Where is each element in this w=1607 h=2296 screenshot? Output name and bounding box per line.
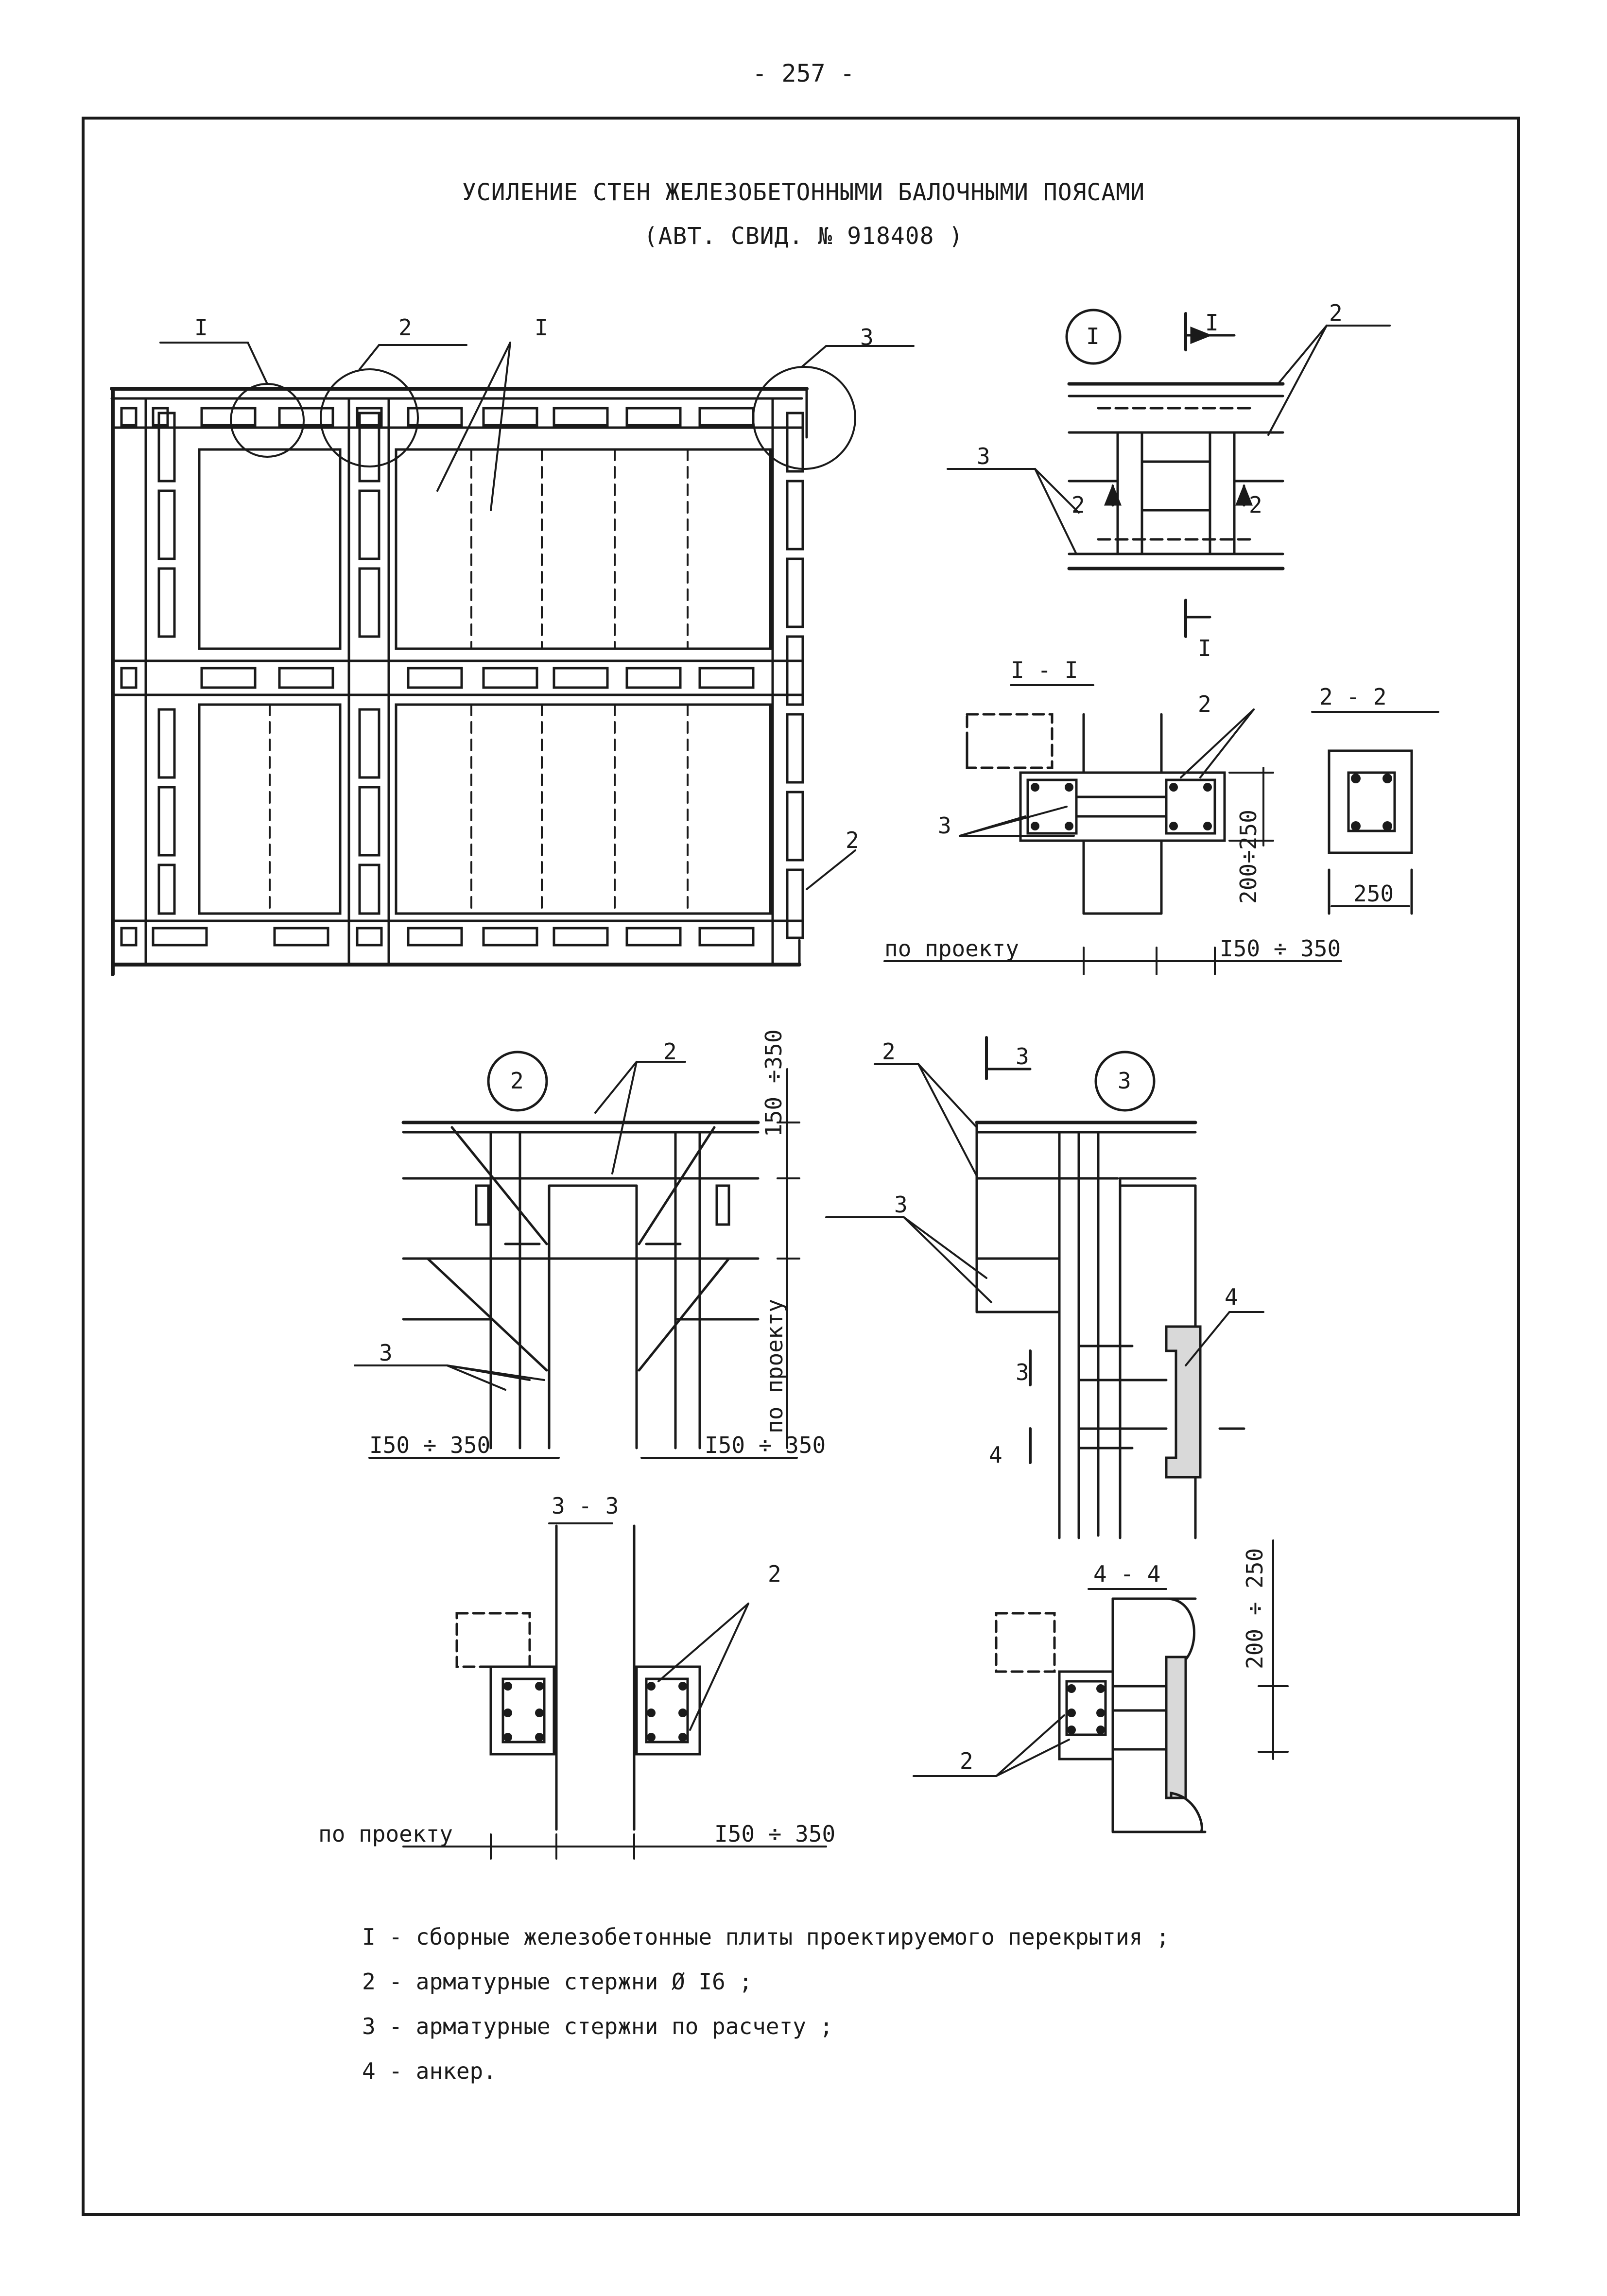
- page-number: - 257 -: [752, 59, 855, 87]
- detail-1-arrow-2b: 2: [1249, 492, 1262, 518]
- section-3-3-title: 3 - 3: [552, 1493, 619, 1519]
- section-3-3: [402, 1522, 827, 1860]
- detail-2-dim-vertical: 150 ÷350: [760, 1029, 787, 1137]
- dim-height-1: 200÷250: [1235, 810, 1261, 904]
- legend: I - сборные железобетонные плиты проекти…: [362, 1915, 1170, 2093]
- legend-item-2: 2 - арматурные стержни Ø I6 ;: [362, 1968, 753, 1995]
- detail-2-label-3: 3: [379, 1340, 393, 1366]
- detail-2: [354, 1051, 800, 1459]
- legend-item-4: 4 - анкер.: [362, 2058, 497, 2084]
- detail-1: [947, 309, 1391, 638]
- dim-by-project-2: по проекту: [318, 1821, 453, 1847]
- legend-item-1: I - сборные железобетонные плиты проекти…: [362, 1924, 1170, 1950]
- callout-2b-label: 2: [846, 827, 859, 853]
- section-1-1-title: I - I: [1011, 657, 1078, 683]
- drawing-frame: [82, 117, 1520, 2216]
- dim-width-2: I50 ÷ 350: [714, 1821, 835, 1847]
- dim-width-1: I50 ÷ 350: [1220, 935, 1341, 962]
- legend-item-3: 3 - арматурные стержни по расчету ;: [362, 2013, 833, 2039]
- detail-2-label-2: 2: [663, 1038, 677, 1065]
- elevation-callouts: [159, 342, 915, 890]
- detail-1-number: I: [1086, 323, 1100, 349]
- detail-1-label-2: 2: [1329, 300, 1343, 326]
- detail-2-number: 2: [510, 1068, 524, 1094]
- belt-pockets-middle: [120, 667, 755, 689]
- dim-height-2: 200 ÷ 250: [1242, 1548, 1268, 1669]
- dim-by-project-1: по проекту: [884, 935, 1019, 962]
- detail-1-label-3: 3: [977, 443, 990, 469]
- callout-2-label: 2: [398, 314, 412, 341]
- pier-pockets: [157, 412, 804, 939]
- detail-1-cut-label: I: [1205, 310, 1219, 336]
- belt-pockets-top: [120, 407, 755, 427]
- section-3-3-label-2: 2: [768, 1561, 781, 1587]
- detail-2-by-project-vertical: по проекту: [761, 1299, 788, 1433]
- section-2-2-size: 250: [1353, 880, 1394, 907]
- callout-1b-label: I: [535, 314, 548, 341]
- drawing-subtitle: (АВТ. СВИД. № 918408 ): [643, 223, 964, 250]
- detail-3: [825, 1036, 1264, 1539]
- detail-1-cut-label-bottom: I: [1198, 635, 1211, 661]
- section-1-1-label-3: 3: [938, 812, 951, 839]
- detail-2-dim-right: I50 ÷ 350: [705, 1432, 826, 1458]
- detail-3-label-4: 4: [1225, 1284, 1238, 1310]
- detail-3-number: 3: [1118, 1068, 1131, 1094]
- detail-3-cut-4: 4: [989, 1442, 1002, 1468]
- section-2-2: [1311, 711, 1439, 915]
- section-4-4-label-2: 2: [960, 1748, 973, 1774]
- detail-3-label-3: 3: [894, 1191, 908, 1218]
- section-1-1-label-2: 2: [1198, 691, 1211, 717]
- belt-pockets-bottom: [120, 927, 755, 947]
- section-2-2-title: 2 - 2: [1319, 684, 1386, 710]
- callout-3-label: 3: [860, 324, 874, 350]
- dim-line-top: [883, 947, 1342, 975]
- wall-elevation: [110, 387, 809, 976]
- detail-2-dim-left: I50 ÷ 350: [369, 1432, 490, 1458]
- drawing-title: УСИЛЕНИЕ СТЕН ЖЕЛЕЗОБЕТОННЫМИ БАЛОЧНЫМИ …: [462, 179, 1145, 206]
- detail-3-cut-3: 3: [1016, 1043, 1029, 1070]
- section-1-1: [959, 684, 1274, 915]
- callout-1-label: I: [194, 314, 208, 341]
- detail-3-label-2: 2: [882, 1038, 896, 1065]
- detail-3-cut-3-bottom: 3: [1016, 1359, 1029, 1385]
- detail-1-arrow-2a: 2: [1071, 492, 1085, 518]
- section-4-4: [913, 1539, 1289, 1833]
- section-4-4-title: 4 - 4: [1093, 1561, 1160, 1587]
